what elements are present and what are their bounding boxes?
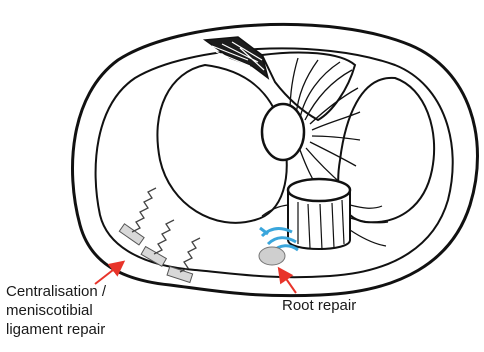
root-repair-label: Root repair [282, 296, 356, 315]
centralisation-label-line3: ligament repair [6, 320, 106, 339]
centralisation-label-line1: Centralisation / [6, 282, 106, 301]
centralisation-label-line2: meniscotibial [6, 301, 106, 320]
centralisation-label: Centralisation / meniscotibial ligament … [6, 282, 106, 339]
tibial-spine-ellipse [262, 104, 304, 160]
medial-compartment [338, 78, 434, 222]
root-repair-arrow [280, 270, 296, 293]
posterior-cylinder-top [288, 179, 350, 201]
root-repair-anchor [259, 247, 285, 265]
